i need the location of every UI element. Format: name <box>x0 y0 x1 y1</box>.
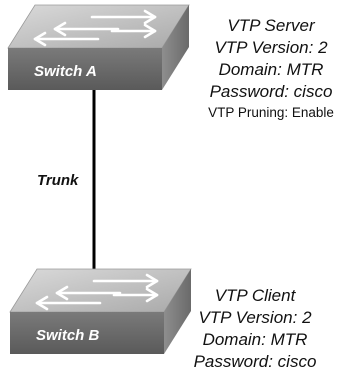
switch-b-config: VTP Client VTP Version: 2 Domain: MTR Pa… <box>180 285 330 373</box>
switch-a-icon <box>7 4 190 90</box>
switch-b-arrows-icon <box>35 273 159 311</box>
vtp-version-text: VTP Version: 2 <box>214 38 328 57</box>
vtp-pruning-text: VTP Pruning: Enable <box>208 105 334 120</box>
trunk-label: Trunk <box>37 172 79 189</box>
switch-a-label: Switch A <box>34 63 97 80</box>
vtp-password-text: Password: cisco <box>209 82 333 101</box>
vtp-domain-text: Domain: MTR <box>202 330 308 349</box>
vtp-domain-text: Domain: MTR <box>218 60 324 79</box>
switch-a-config: VTP Server VTP Version: 2 Domain: MTR Pa… <box>196 15 342 123</box>
switch-a-arrows-icon <box>33 9 157 47</box>
vtp-password-text: Password: cisco <box>193 352 317 371</box>
switch-b-label: Switch B <box>36 327 100 344</box>
vtp-mode-text: VTP Client <box>214 286 296 305</box>
switch-b-icon <box>9 268 192 354</box>
vtp-mode-text: VTP Server <box>227 16 315 35</box>
vtp-version-text: VTP Version: 2 <box>198 308 312 327</box>
